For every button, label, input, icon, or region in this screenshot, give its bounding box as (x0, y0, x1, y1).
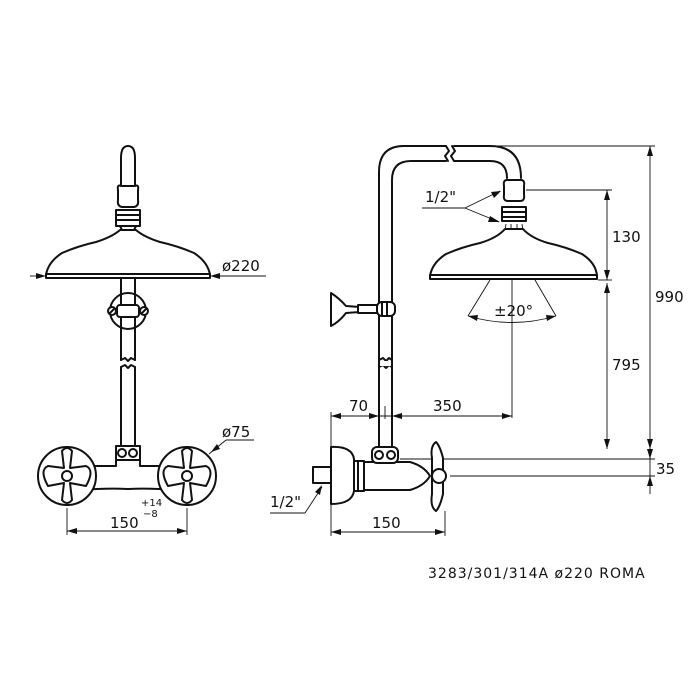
wall-to-riser-label: 70 (349, 397, 368, 415)
front-arm-tip (120, 145, 136, 188)
projection-label: 350 (433, 397, 462, 415)
tilt-angle-label: ±20° (494, 302, 533, 320)
side-shower-head (429, 228, 598, 277)
centres-tolerance-minus: −8 (143, 509, 158, 520)
total-height-label: 990 (655, 288, 684, 306)
drawing-caption: 3283/301/314A ø220 ROMA (428, 566, 646, 582)
side-wall-flange (330, 292, 361, 327)
outlet-thread-label: 1/2" (425, 188, 456, 206)
side-valve-body (363, 461, 431, 491)
front-knurled-nut (115, 209, 141, 227)
side-riser-outer (378, 145, 447, 456)
front-shower-head (45, 229, 211, 276)
rise-label: 795 (612, 356, 641, 374)
head-height-label: 130 (612, 228, 641, 246)
side-knurled-nut (501, 206, 527, 222)
front-head-rim (45, 273, 211, 279)
side-riser-inner (391, 160, 447, 456)
front-view: ø220 (30, 145, 266, 535)
left-cross-handle (37, 446, 97, 506)
side-wall-escutcheon (330, 445, 355, 505)
side-collar (502, 179, 526, 202)
front-mixer-body (79, 456, 177, 491)
handle-diameter-label: ø75 (222, 423, 250, 441)
centres-tolerance-plus: +14 (141, 498, 162, 509)
offset-label: 35 (656, 460, 675, 478)
inlet-thread-label: 1/2" (270, 493, 301, 511)
head-diameter-label: ø220 (222, 257, 260, 275)
side-view: 1/2" ±20° 130 795 990 35 (270, 145, 684, 536)
right-cross-handle (157, 446, 217, 506)
side-head-rim (429, 274, 598, 280)
front-collar (116, 184, 140, 208)
body-depth-label: 150 (372, 514, 401, 532)
centres-label: 150 (110, 514, 139, 532)
